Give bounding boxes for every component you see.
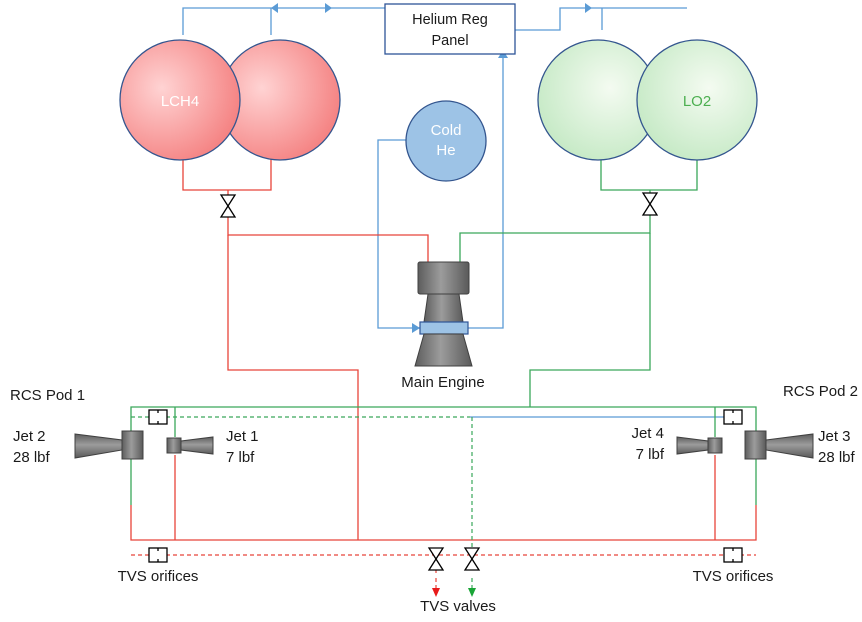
helium-lines xyxy=(182,7,733,418)
regulator-panel-label-line1: Helium Reg xyxy=(412,12,488,28)
jet-2-thrust: 28 lbf xyxy=(13,449,51,466)
jet-1-name: Jet 1 xyxy=(226,428,259,445)
oxidizer-tank-label: LO2 xyxy=(683,93,711,110)
fuel-tvs-dashed xyxy=(131,554,756,588)
regulator-panel-label-line2: Panel xyxy=(431,33,468,49)
jet-3-thruster-icon xyxy=(744,430,814,460)
main-engine-icon xyxy=(414,261,473,367)
fuel-tank: LCH4 xyxy=(119,39,341,161)
rcs-pod-1-label: RCS Pod 1 xyxy=(10,387,85,404)
oxidizer-tank: LO2 xyxy=(537,39,758,161)
tvs-orifices-left-label: TVS orifices xyxy=(118,568,199,585)
orifice-icon xyxy=(148,409,168,425)
oxidizer-tvs-dashed xyxy=(131,416,473,588)
jet-4-thruster-icon xyxy=(676,436,723,455)
fuel-tank-label: LCH4 xyxy=(161,93,199,110)
fuel-lines xyxy=(130,155,757,541)
jet-3-thrust: 28 lbf xyxy=(818,449,856,466)
oxidizer-vent-arrow xyxy=(468,588,476,597)
cold-helium-label-line2: He xyxy=(436,142,455,159)
tvs-valves-label: TVS valves xyxy=(420,598,496,615)
oxidizer-tank-front xyxy=(636,39,758,161)
jet-4-name: Jet 4 xyxy=(631,425,664,442)
orifice-icon xyxy=(723,409,743,425)
fuel-vent-arrow xyxy=(432,588,440,597)
tvs-orifices-right-label: TVS orifices xyxy=(693,568,774,585)
oxidizer-tvs-valve-icon xyxy=(463,547,481,571)
jet-2-name: Jet 2 xyxy=(13,428,46,445)
fuel-main-valve-icon xyxy=(219,194,237,218)
helium-regulator-panel xyxy=(384,3,516,55)
oxidizer-main-valve-icon xyxy=(641,192,659,216)
fuel-tvs-valve-icon xyxy=(427,547,445,571)
cold-helium-bottle: Cold He xyxy=(405,100,487,182)
rcs-pod-2-label: RCS Pod 2 xyxy=(783,383,858,400)
cold-helium-label-line1: Cold xyxy=(431,122,462,139)
orifice-icon xyxy=(148,547,168,563)
main-engine-label: Main Engine xyxy=(401,374,484,391)
jet-2-thruster-icon xyxy=(74,430,144,460)
jet-4-thrust: 7 lbf xyxy=(636,446,665,463)
fuel-tank-front xyxy=(119,39,241,161)
jet-3-name: Jet 3 xyxy=(818,428,851,445)
jet-1-thruster-icon xyxy=(166,436,214,455)
orifice-icon xyxy=(723,547,743,563)
cold-helium-sphere xyxy=(405,100,487,182)
jet-1-thrust: 7 lbf xyxy=(226,449,255,466)
